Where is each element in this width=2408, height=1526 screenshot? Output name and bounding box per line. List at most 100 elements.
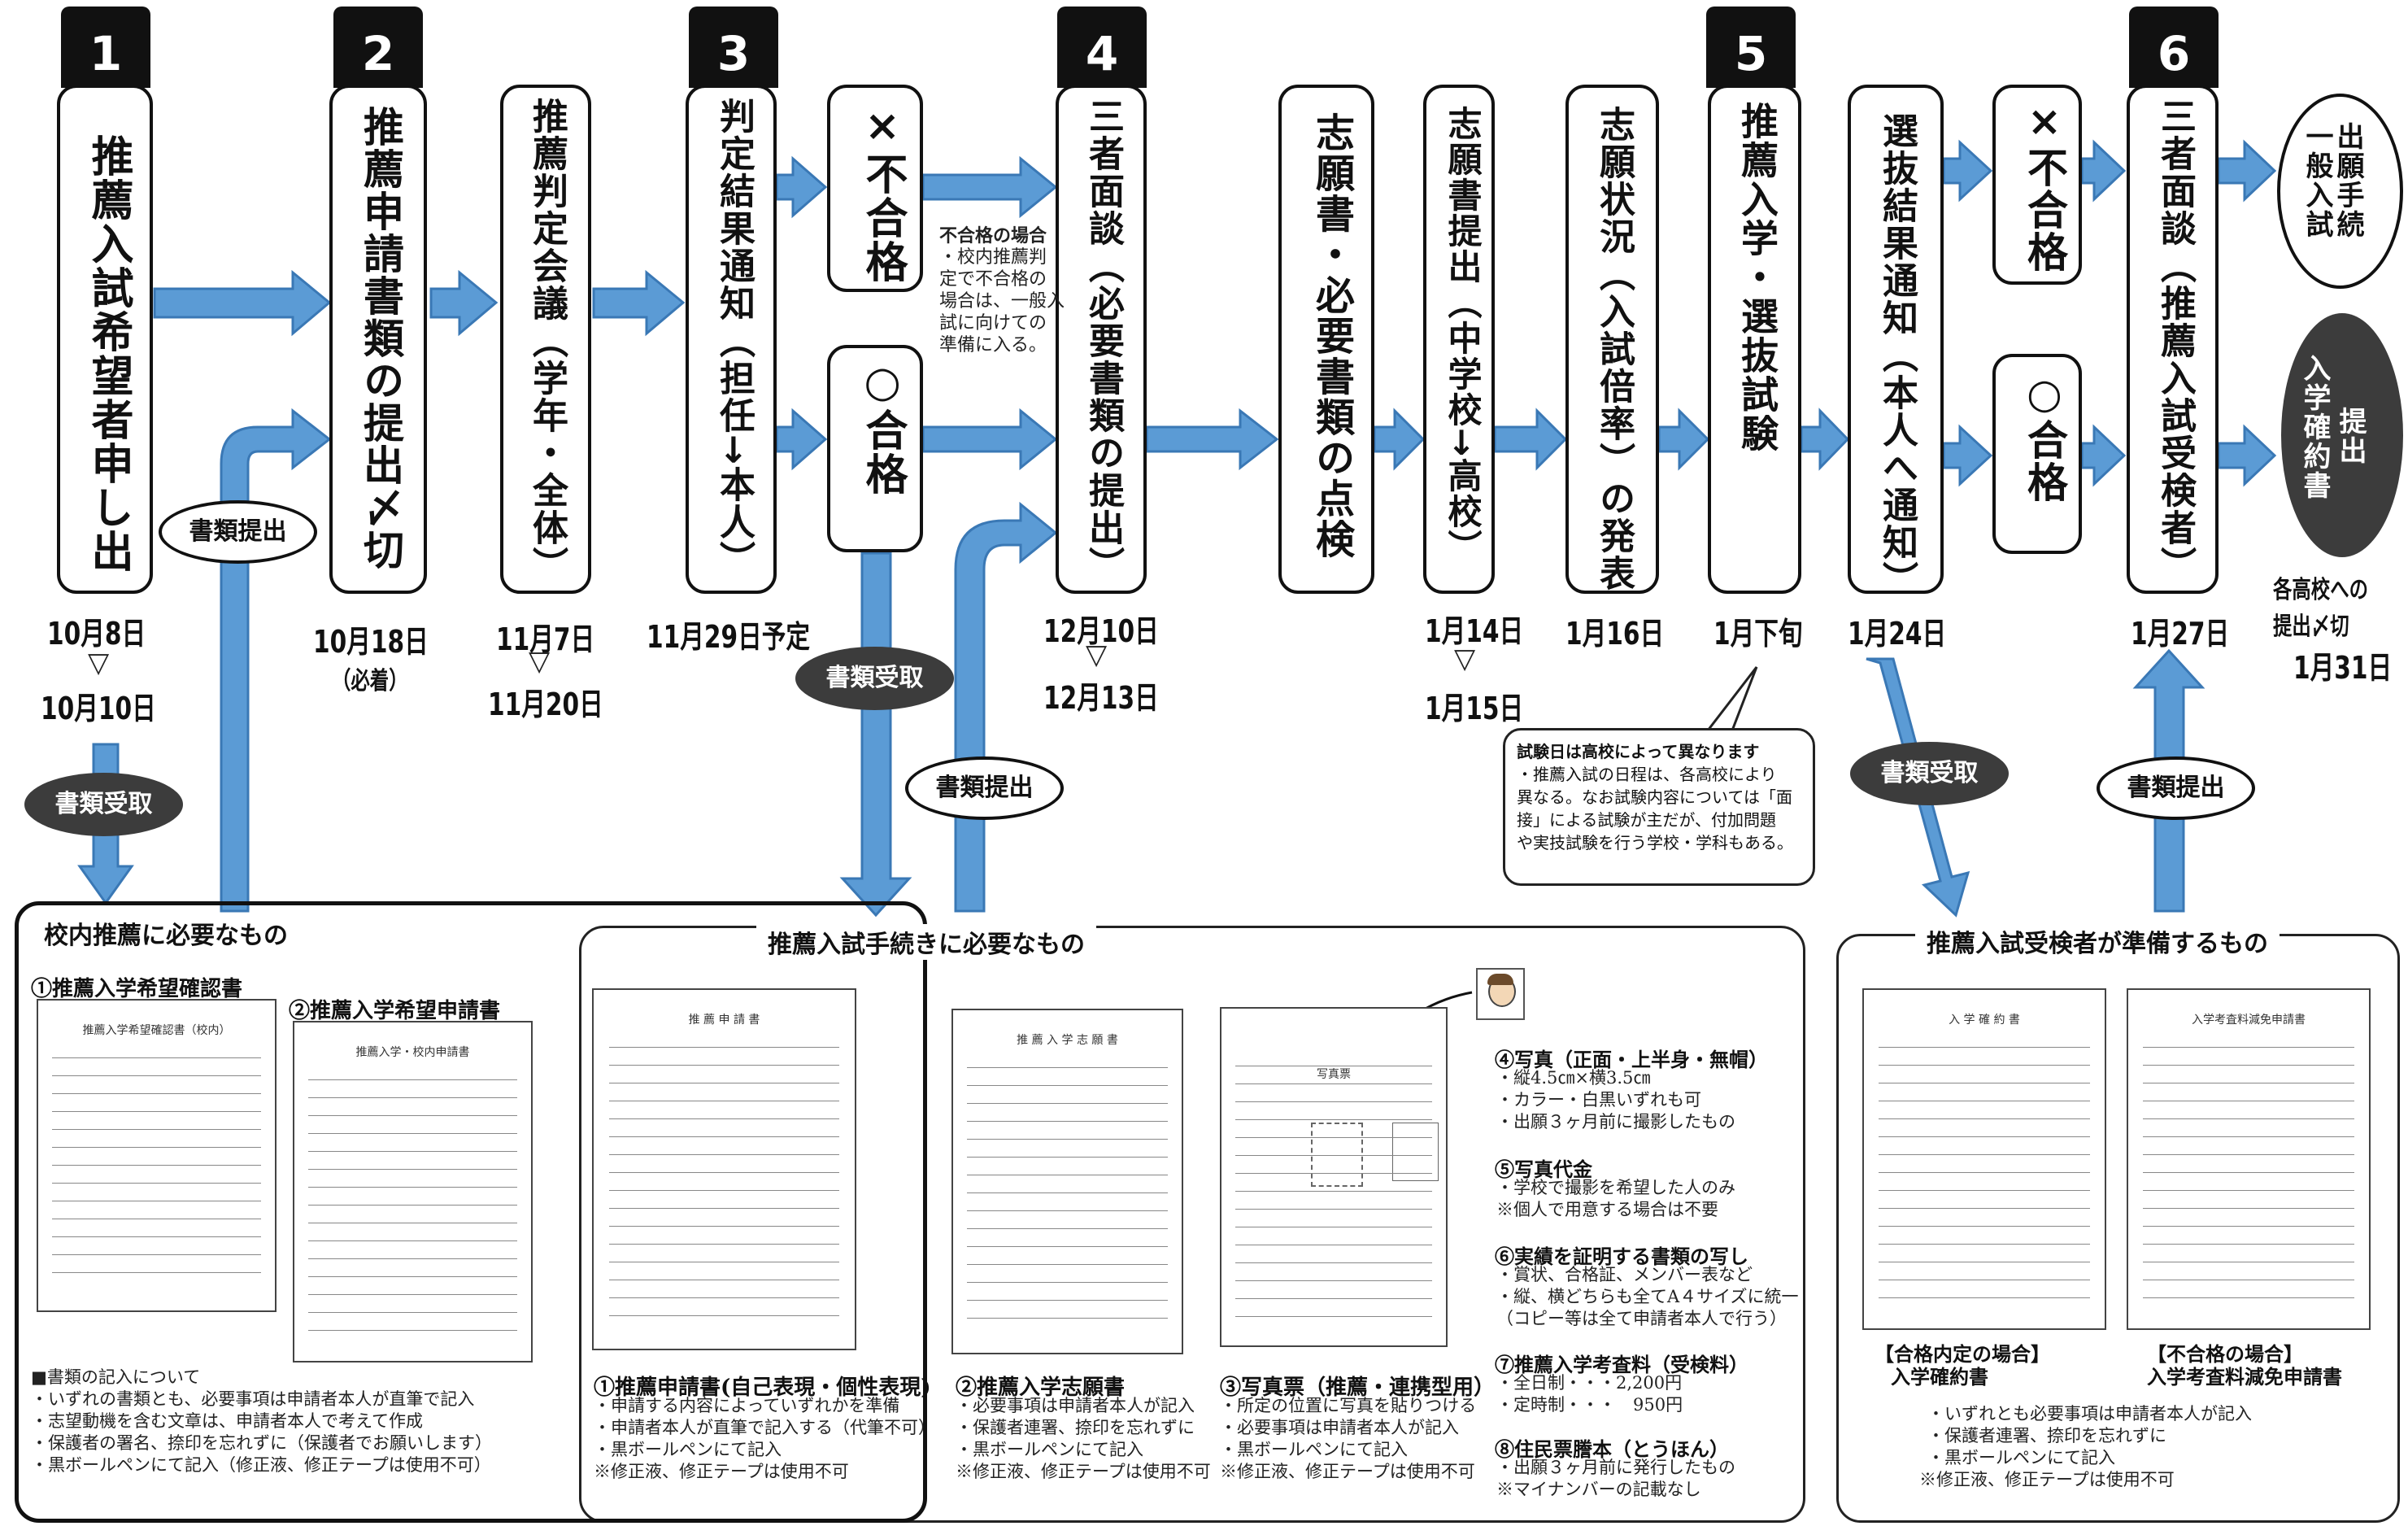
school-doc-2-image: 推薦入学・校内申請書 (293, 1021, 533, 1362)
item-4-caption: ④写真（正面・上半身・無帽） (1495, 1048, 1768, 1071)
box-pass-2-text: ○合格 (2021, 370, 2068, 504)
item-4-note-3: ・出願３ヶ月前に撮影したもの (1496, 1112, 1735, 1131)
item-8-caption: ⑧住民票謄本（とうほん） (1495, 1437, 1729, 1461)
box-fail-2-text: ×不合格 (2021, 98, 2068, 273)
panel-school (15, 901, 927, 1523)
student-avatar-icon (1476, 968, 1525, 1020)
proc-doc-1-caption: ①推薦申請書(自己表現・個性表現) (594, 1376, 931, 1400)
arrow-down-pass (839, 552, 912, 918)
date-11b: 提出〆切 (2273, 613, 2349, 641)
form-line (52, 1075, 261, 1076)
avatar-hair (1487, 974, 1513, 985)
form-line (308, 1079, 517, 1080)
date-9: 1月24日 (1848, 616, 1947, 652)
form-line (609, 1208, 839, 1209)
oval-submit-1: 書類提出 (159, 500, 317, 564)
tilde-1: ▽ (88, 647, 110, 679)
form-line (308, 1169, 517, 1170)
box-judging-meeting (500, 85, 591, 594)
callout-line-1: ・推薦入試の日程は、各高校により (1517, 765, 1777, 784)
box-apply (57, 85, 153, 594)
form-line (52, 1057, 261, 1058)
arrow-1-2 (153, 269, 332, 337)
exam-note-3: ・黒ボールペンにて記入 (1927, 1448, 2115, 1467)
arrow-result-pass (1942, 424, 1993, 487)
form-line (609, 1172, 839, 1173)
form-line (966, 1300, 1169, 1301)
box-fail-1 (827, 85, 923, 292)
box-pass-1 (827, 345, 923, 552)
box-selection-result-text: 選抜結果通知（本人へ通知） (1876, 112, 1918, 599)
proc-doc-3-note-2: ・必要事項は申請者本人が記入 (1220, 1418, 1459, 1437)
form-line (308, 1258, 517, 1259)
form-line (308, 1330, 517, 1331)
item-5-note-2: ※個人で用意する場合は不要 (1496, 1200, 1718, 1219)
proc-doc-3-title: 写真票 (1317, 1068, 1351, 1081)
proc-doc-1-title: 推 薦 申 請 書 (688, 1014, 760, 1027)
box-ratio-announce (1565, 85, 1659, 594)
proc-doc-2-note-1: ・必要事項は申請者本人が記入 (956, 1396, 1195, 1415)
fail-note-title: 不合格の場合 (939, 225, 1047, 246)
box-result-notice (686, 85, 777, 594)
form-line (52, 1236, 261, 1237)
item-5-caption: ⑤写真代金 (1495, 1158, 1592, 1181)
enroll-oval (2281, 313, 2403, 557)
box-three-party-1 (1056, 85, 1147, 594)
form-line (2142, 1065, 2355, 1066)
step-tab-3: 3 (689, 7, 778, 88)
box-result-notice-text: 判定結果通知（担任→本人） (713, 98, 755, 578)
form-line (2142, 1154, 2355, 1155)
form-line (2142, 1244, 2355, 1245)
school-doc-1-caption: ①推薦入学希望確認書 (31, 977, 243, 1001)
date-11c: 1月31日 (2293, 650, 2393, 686)
date-7: 1月16日 (1565, 616, 1665, 652)
form-line (1234, 1173, 1433, 1174)
oval-receive-3: 書類受取 (1850, 742, 2009, 805)
form-line (52, 1272, 261, 1273)
box-pass-2 (1992, 354, 2082, 554)
form-line (1234, 1316, 1433, 1317)
arrow-3-pass (775, 408, 828, 471)
proc-doc-2-note-3: ・黒ボールペンにて記入 (956, 1440, 1143, 1459)
form-line (2142, 1208, 2355, 1209)
form-line (308, 1133, 517, 1134)
form-line (609, 1315, 839, 1316)
form-line (2142, 1118, 2355, 1119)
panel-school-title: 校内推薦に必要なもの (33, 915, 299, 951)
date-2-note: （必着） (332, 667, 408, 695)
form-line (966, 1157, 1169, 1158)
arrow-up-4 (954, 501, 1058, 913)
box-recommend-exam (1708, 85, 1801, 594)
form-line (1878, 1136, 2091, 1137)
tilde-4: ▽ (1454, 643, 1476, 675)
proc-doc-2-title: 推 薦 入 学 志 願 書 (1017, 1034, 1118, 1047)
form-line (609, 1226, 839, 1227)
form-line (52, 1165, 261, 1166)
form-line (308, 1276, 517, 1277)
form-line (2142, 1226, 2355, 1227)
box-three-party-1-text: 三者面談（必要書類の提出） (1082, 98, 1124, 584)
form-line (1878, 1065, 2091, 1066)
exam-note-1: ・いずれとも必要事項は申請者本人が記入 (1927, 1404, 2252, 1424)
date-3a: 11月7日 (496, 621, 595, 657)
exam-doc-1-image: 入 学 確 約 書 (1862, 988, 2106, 1330)
box-fail-2 (1992, 85, 2082, 285)
callout-line-4: や実技試験を行う学校・学科もある。 (1517, 833, 1793, 852)
fail-note-line-4: 試に向けての (939, 313, 1047, 334)
box-three-party-2 (2127, 85, 2219, 594)
form-line (966, 1318, 1169, 1319)
arrow-pass-6 (2080, 424, 2127, 487)
item-7-caption: ⑦推薦入学考査料（受検料） (1495, 1353, 1748, 1376)
form-line (308, 1205, 517, 1206)
form-line (609, 1190, 839, 1191)
oval-submit-3: 書類提出 (2097, 756, 2255, 820)
photo-placeholder (1311, 1123, 1363, 1187)
form-line (1234, 1137, 1433, 1138)
item-6-note-2: ・縦、横どちらも全てA４サイズに統一 (1496, 1287, 1799, 1306)
arrow-2-2b (429, 269, 499, 337)
arrow-pass-4 (921, 408, 1058, 471)
form-line (1878, 1118, 2091, 1119)
form-line (1878, 1244, 2091, 1245)
form-line (966, 1210, 1169, 1211)
exam-doc-1-title: 入 学 確 約 書 (1949, 1014, 2020, 1027)
